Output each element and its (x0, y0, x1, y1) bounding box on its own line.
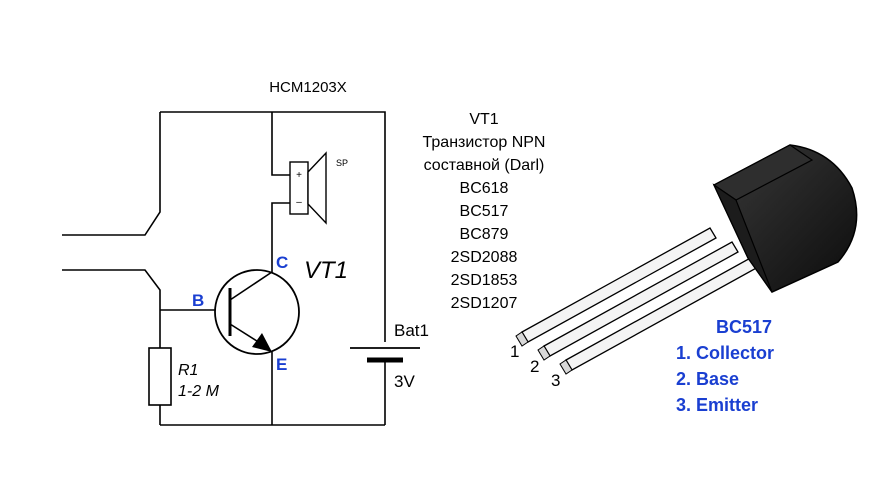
pin-legend: BC517 1. Collector 2. Base 3. Emitter (676, 317, 774, 415)
battery-name: Bat1 (394, 321, 429, 340)
battery-symbol (350, 342, 420, 363)
speaker-plus: + (296, 170, 302, 181)
model-item: BC517 (460, 203, 509, 220)
emitter-label: E (276, 355, 287, 374)
input-top-wire (62, 112, 161, 236)
pin-desc: 2. Base (676, 369, 739, 389)
transistor-label: VT1 (304, 257, 348, 284)
model-item: 2SD1853 (451, 272, 518, 289)
speaker-minus: – (296, 197, 302, 208)
resistor-r1 (148, 347, 172, 406)
pin-desc: 3. Emitter (676, 395, 758, 415)
model-item: 2SD2088 (451, 249, 518, 266)
pin-number: 3 (551, 371, 560, 390)
speaker-label: SP (336, 158, 348, 168)
resistor-name: R1 (178, 362, 198, 379)
info-type: Транзистор NPN (423, 134, 546, 151)
base-label: B (192, 291, 204, 310)
schematic: HCM1203X R1 1-2 M + – SP (62, 79, 429, 426)
pin-number: 1 (510, 342, 519, 361)
input-bottom-wire (62, 269, 161, 310)
info-subtype: составной (Darl) (424, 157, 545, 174)
package-model: BC517 (716, 317, 772, 337)
model-item: 2SD1207 (451, 295, 518, 312)
pin-desc: 1. Collector (676, 343, 774, 363)
top-rail-wire (160, 111, 386, 425)
speaker-top-wire (271, 112, 290, 176)
package-leads (515, 227, 761, 375)
pin-number: 2 (530, 357, 539, 376)
collector-label: C (276, 253, 288, 272)
resistor-value: 1-2 M (178, 383, 220, 400)
model-item: BC879 (460, 226, 509, 243)
model-item: BC618 (460, 180, 509, 197)
transistor-symbol (214, 258, 300, 425)
module-label: HCM1203X (269, 79, 347, 96)
speaker-bottom-wire (271, 202, 290, 258)
transistor-info: VT1 Транзистор NPN составной (Darl) BC61… (423, 111, 546, 312)
to92-package-icon (515, 144, 858, 375)
battery-voltage: 3V (394, 372, 415, 391)
info-title: VT1 (469, 111, 498, 128)
speaker-icon (289, 151, 327, 225)
